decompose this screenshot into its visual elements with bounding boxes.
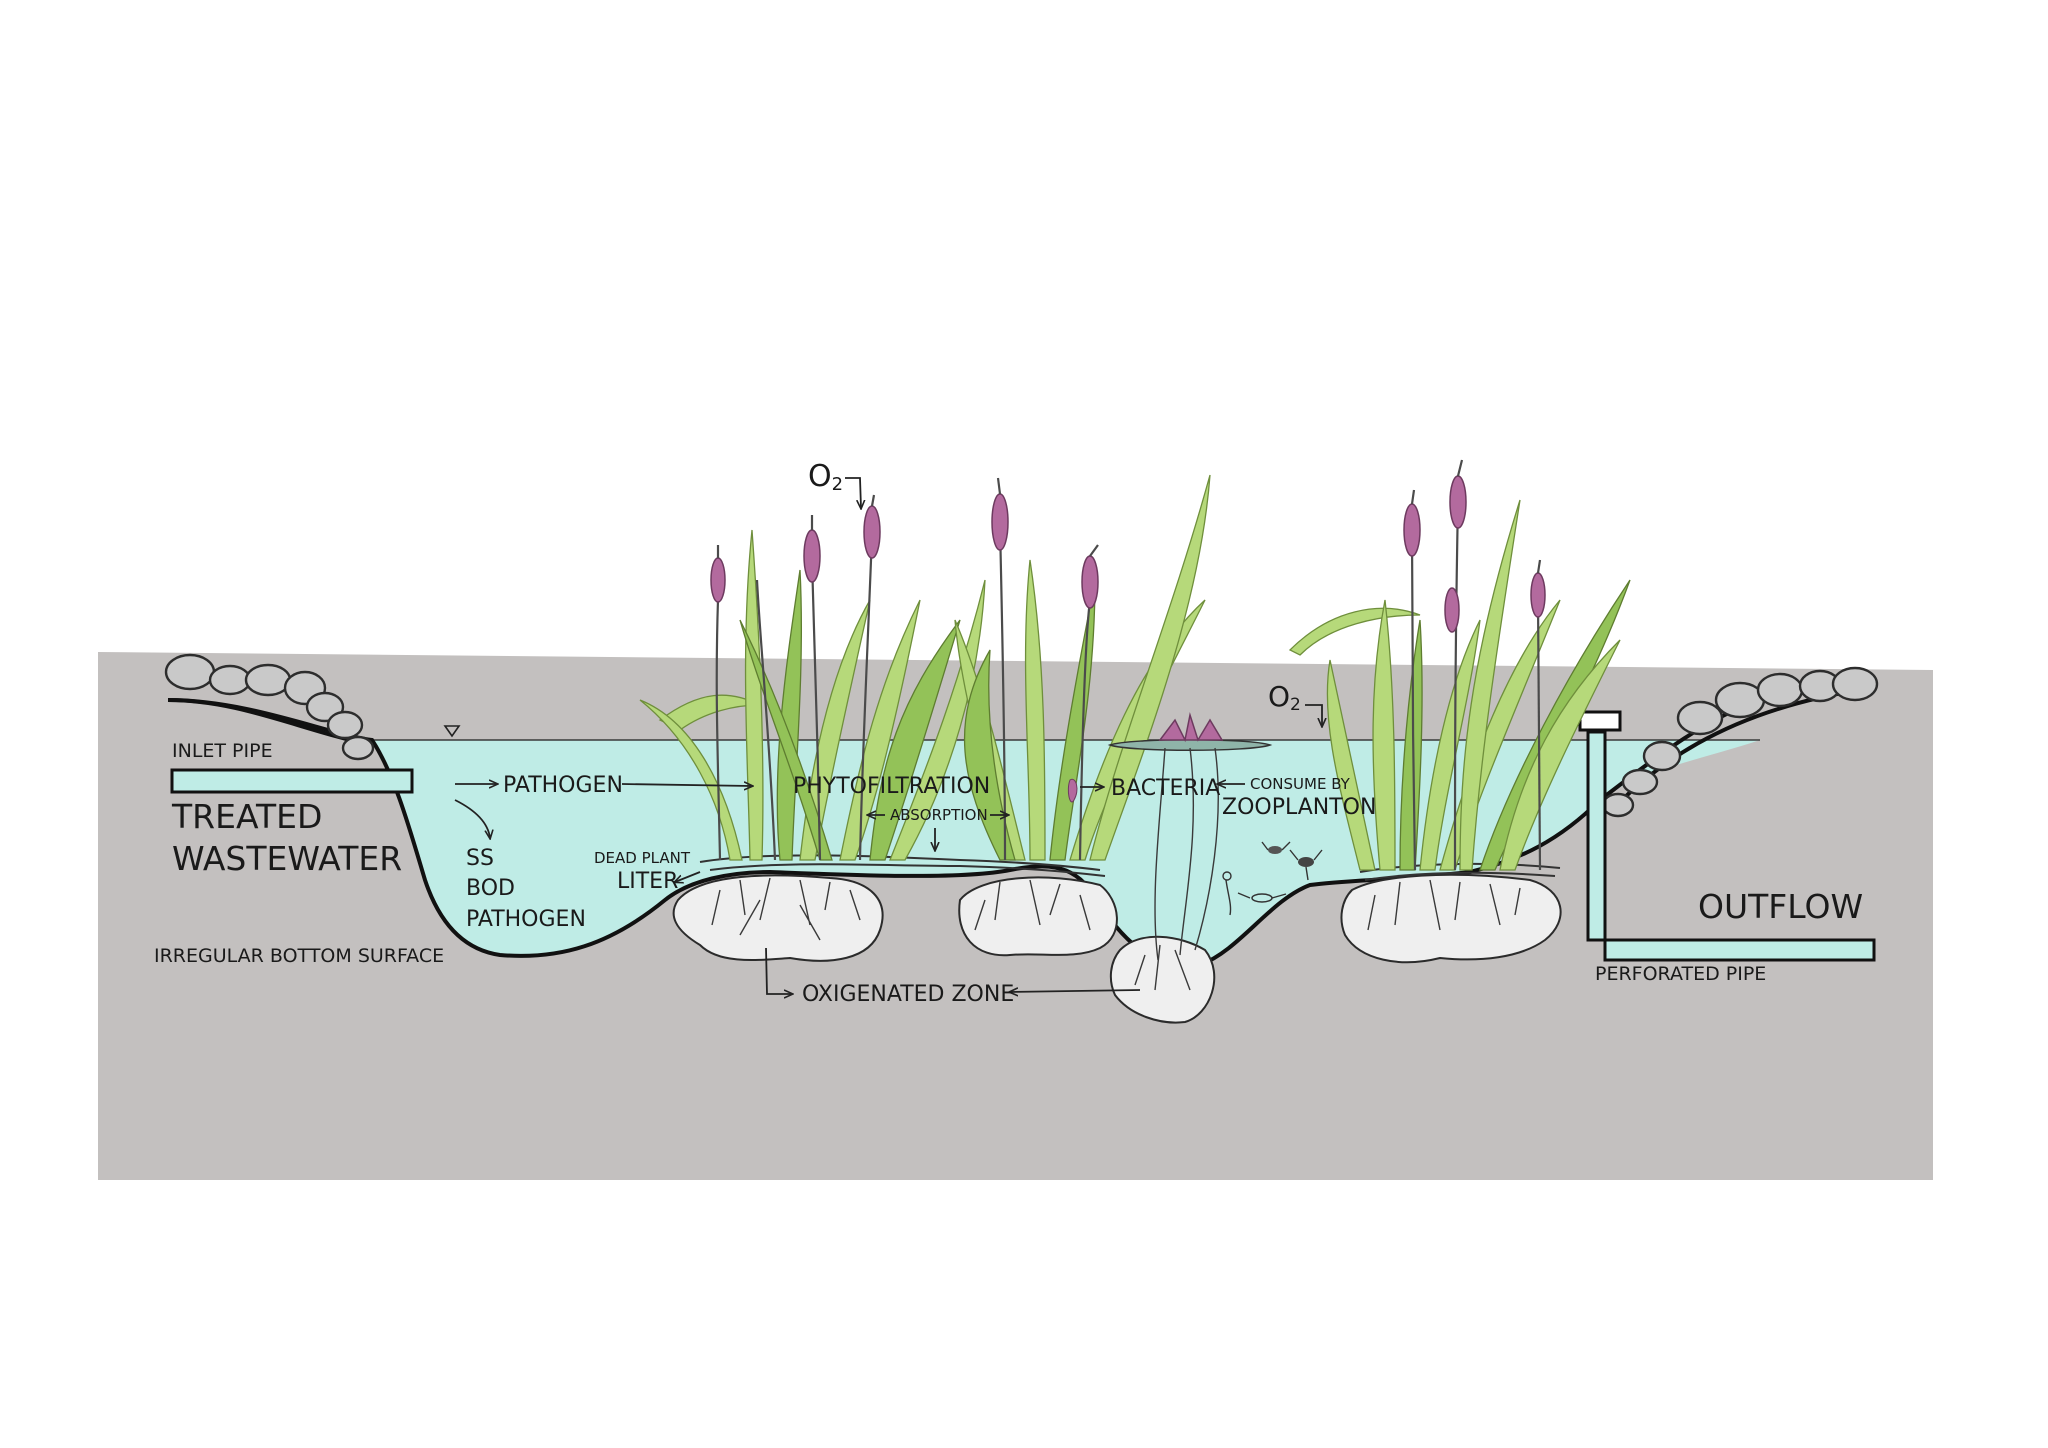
reed-clump-left (639, 494, 986, 861)
label-wastewater: WASTEWATER (172, 839, 402, 878)
root-zone-middle (958, 876, 1118, 957)
label-o2-left: O2 (808, 459, 843, 495)
arrow-o2-right (1305, 704, 1322, 726)
label-ss: SS (466, 846, 494, 871)
root-zone-right (1340, 873, 1562, 964)
label-bod: BOD (466, 876, 515, 901)
inlet-pipe (170, 768, 414, 794)
reed-clump-right (1288, 459, 1631, 871)
label-oxigenated-zone: OXIGENATED ZONE (802, 982, 1014, 1007)
label-o2-right: O2 (1268, 680, 1301, 715)
label-dead-plant: DEAD PLANT (594, 849, 691, 867)
label-perforated-pipe: PERFORATED PIPE (1595, 963, 1766, 985)
label-absorption: ABSORPTION (890, 806, 988, 824)
label-consume-by: CONSUME BY (1250, 775, 1351, 793)
label-bacteria: BACTERIA (1111, 776, 1220, 801)
reed-clump-middle (954, 474, 1211, 861)
arrow-liter (675, 871, 701, 882)
label-outflow: OUTFLOW (1698, 887, 1863, 926)
label-inlet-pipe: INLET PIPE (172, 740, 273, 762)
zooplankton-organisms (1222, 841, 1323, 916)
label-treated: TREATED (171, 797, 322, 836)
arrow-o2-left (845, 477, 861, 508)
label-zooplanton: ZOOPLANTON (1222, 795, 1376, 820)
arrow-pathogen-to-plants (621, 784, 752, 786)
label-pathogen: PATHOGEN (503, 773, 623, 798)
label-irregular-bottom: IRREGULAR BOTTOM SURFACE (154, 945, 444, 967)
root-zone-bottom (1109, 935, 1216, 1024)
label-phytofiltration: PHYTOFILTRATION (793, 774, 990, 799)
pond-bottom-outline (167, 698, 1761, 968)
right-embankment-rocks (1601, 666, 1879, 818)
left-embankment-rocks (164, 653, 375, 761)
label-pathogen-2: PATHOGEN (466, 907, 586, 932)
arrow-ss-down (454, 799, 490, 838)
label-liter: LITER (617, 869, 678, 894)
water-lily (1107, 712, 1273, 961)
water-level-marker (443, 725, 461, 738)
arrow-oxigenated-from-left (765, 947, 792, 994)
arrow-oxigenated-from-right (1010, 990, 1141, 992)
root-zone-left (672, 874, 884, 962)
